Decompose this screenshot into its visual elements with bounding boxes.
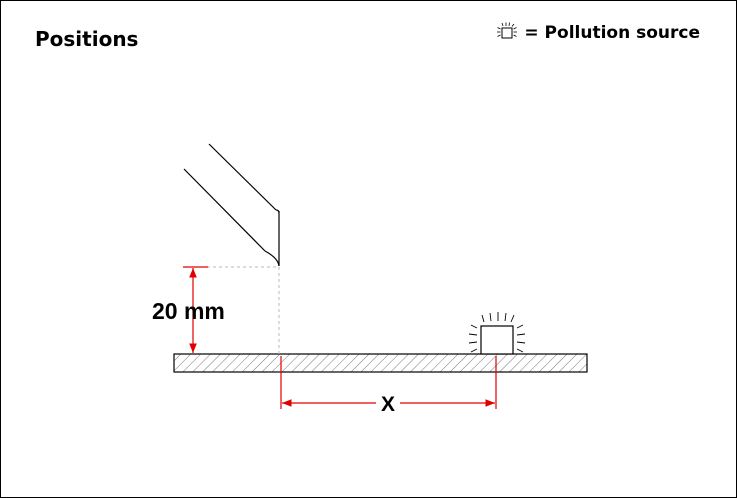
nozzle — [183, 143, 280, 267]
height-label: 20 mm — [152, 298, 225, 324]
legend: = Pollution source — [494, 21, 700, 45]
extension-lines — [183, 266, 280, 354]
page-title: Positions — [35, 27, 139, 51]
pollution-source-icon — [468, 312, 526, 355]
distance-label: X — [381, 393, 395, 416]
substrate-plate — [173, 353, 588, 373]
distance-dimension — [280, 356, 497, 409]
legend-text: = Pollution source — [524, 23, 700, 43]
height-dimension — [183, 266, 208, 353]
pollution-source-icon — [497, 22, 518, 39]
